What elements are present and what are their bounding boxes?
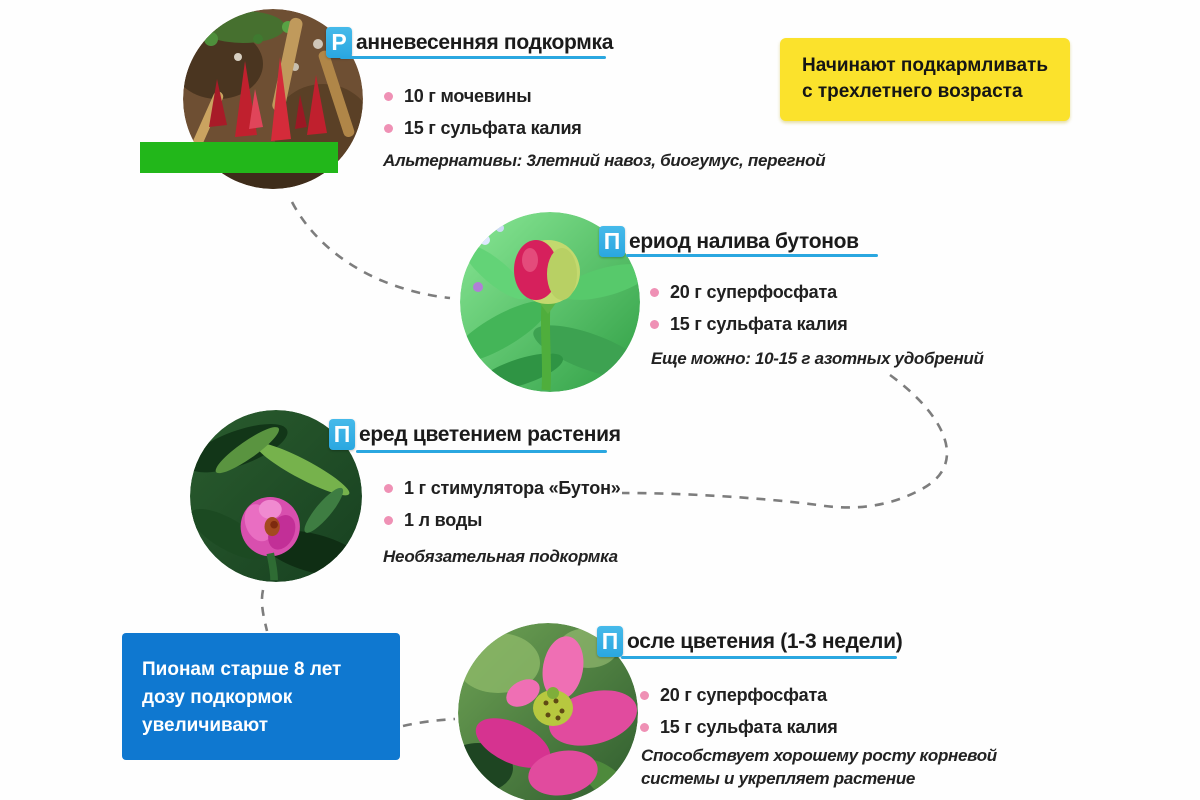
bullet-dot-icon — [650, 288, 659, 297]
bullet-item: 1 г стимулятора «Бутон» — [384, 478, 621, 499]
bullet-item: 20 г суперфосфата — [650, 282, 848, 303]
section2-bullet-list: 20 г суперфосфата 15 г сульфата калия — [650, 282, 848, 335]
section3-bullet-list: 1 г стимулятора «Бутон» 1 л воды — [384, 478, 621, 531]
bullet-text: 20 г суперфосфата — [670, 282, 837, 302]
bullet-dot-icon — [640, 723, 649, 732]
section4-letter-badge: П — [597, 626, 623, 657]
section1-letter-badge: Р — [326, 27, 352, 58]
connector-1-2 — [290, 201, 451, 300]
green-bar-overlay — [140, 142, 338, 173]
bullet-item: 1 л воды — [384, 510, 621, 531]
bullet-item: 10 г мочевины — [384, 86, 582, 107]
section4-bullet-list: 20 г суперфосфата 15 г сульфата калия — [640, 685, 838, 738]
section2-note: Еще можно: 10-15 г азотных удобрений — [651, 349, 984, 368]
bullet-text: 15 г сульфата калия — [660, 717, 838, 737]
bullet-text: 15 г сульфата калия — [404, 118, 582, 138]
section4-heading: осле цветения (1-3 недели) — [627, 630, 903, 653]
section3-letter-badge: П — [329, 419, 355, 450]
callout-line: увеличивают — [142, 715, 269, 736]
bullet-text: 15 г сульфата калия — [670, 314, 848, 334]
section1-bullet-list: 10 г мочевины 15 г сульфата калия — [384, 86, 582, 139]
bullet-text: 1 л воды — [404, 510, 483, 530]
bullet-dot-icon — [640, 691, 649, 700]
section1-note: Альтернативы: 3летний навоз, биогумус, п… — [383, 151, 826, 170]
section2-heading-underline — [626, 254, 878, 257]
bullet-text: 20 г суперфосфата — [660, 685, 827, 705]
section4-note: Способствует хорошему росту корневой сис… — [641, 746, 997, 788]
callout-line: Пионам старше 8 лет — [142, 659, 342, 680]
connector-3-bluebox — [260, 589, 269, 632]
section2-heading: ериод налива бутонов — [629, 230, 859, 253]
section3-heading: еред цветением растения — [359, 423, 621, 446]
callout-line: Начинают подкармливать — [802, 55, 1049, 76]
callout-line: дозу подкормок — [142, 687, 293, 708]
section4-heading-underline — [621, 656, 897, 659]
section1-heading: анневесенняя подкормка — [356, 31, 614, 54]
section2-letter-badge: П — [599, 226, 625, 257]
photo-after-flowering — [458, 623, 638, 800]
section3-note: Необязательная подкормка — [383, 547, 618, 566]
bullet-dot-icon — [384, 516, 393, 525]
bullet-item: 15 г сульфата калия — [384, 118, 582, 139]
bullet-text: 10 г мочевины — [404, 86, 532, 106]
bullet-item: 20 г суперфосфата — [640, 685, 838, 706]
callout-line: с трехлетнего возраста — [802, 81, 1023, 102]
connector-bluebox-4 — [402, 717, 456, 728]
bullet-dot-icon — [384, 92, 393, 101]
bullet-text: 1 г стимулятора «Бутон» — [404, 478, 621, 498]
callout-older-peonies: Пионам старше 8 лет дозу подкормок увели… — [122, 633, 400, 760]
bullet-item: 15 г сульфата калия — [650, 314, 848, 335]
bullet-item: 15 г сульфата калия — [640, 717, 838, 738]
bullet-dot-icon — [384, 124, 393, 133]
connector-2-3 — [621, 373, 949, 509]
bullet-dot-icon — [650, 320, 659, 329]
section1-heading-underline — [340, 56, 606, 59]
callout-start-age: Начинают подкармливать с трехлетнего воз… — [780, 38, 1070, 121]
bullet-dot-icon — [384, 484, 393, 493]
section3-heading-underline — [356, 450, 607, 453]
